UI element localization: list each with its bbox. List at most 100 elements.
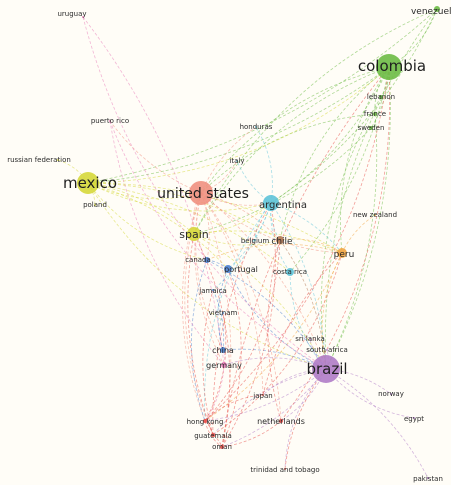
edge-united-states-guatemala <box>184 192 214 436</box>
node-label-italy: italy <box>229 157 244 165</box>
node-oman[interactable] <box>220 445 224 449</box>
node-label-spain: spain <box>179 228 209 241</box>
node-united-states[interactable] <box>189 181 213 205</box>
node-lebanon[interactable] <box>379 95 383 99</box>
node-venezuela[interactable] <box>434 6 440 12</box>
node-peru[interactable] <box>337 248 347 258</box>
edge-france-brazil <box>325 113 378 370</box>
edge-peru-chile <box>279 238 343 254</box>
node-hong-kong[interactable] <box>203 419 207 423</box>
edge-united-states-puerto-rico <box>109 120 202 194</box>
edge-costa-rica-brazil <box>289 271 327 370</box>
edge-germany-hong-kong <box>204 364 225 422</box>
edge-puerto-rico-brazil <box>109 120 327 370</box>
edge-japan-hong-kong <box>204 394 264 422</box>
edge-netherlands-oman <box>221 420 282 448</box>
node-belgium[interactable] <box>254 239 256 241</box>
edge-colombia-spain <box>193 66 390 235</box>
node-label-new-zealand: new zealand <box>353 211 397 219</box>
edge-spain-brazil <box>193 233 327 370</box>
node-label-united-states: united states <box>157 186 249 202</box>
node-japan[interactable] <box>262 394 264 396</box>
node-label-lebanon: lebanon <box>367 93 395 101</box>
node-chile[interactable] <box>276 236 284 244</box>
node-new-zealand[interactable] <box>374 214 376 216</box>
edge-argentina-brazil <box>270 202 327 370</box>
node-label-japan: japan <box>252 392 272 400</box>
edge-france-united-states <box>200 113 376 194</box>
edge-mexico-portugal <box>87 182 229 270</box>
node-vietnam[interactable] <box>222 312 224 314</box>
node-label-hong-kong: hong kong <box>187 418 224 426</box>
node-label-colombia: colombia <box>358 57 426 75</box>
label-layer: venezuelauruguaycolombialebanonfranceswe… <box>7 7 451 483</box>
edge-germany-puerto-rico <box>109 120 225 366</box>
node-label-vietnam: vietnam <box>209 309 238 317</box>
node-south-africa[interactable] <box>326 349 328 351</box>
node-label-germany: germany <box>206 361 242 370</box>
node-label-argentina: argentina <box>259 200 307 211</box>
edge-canada-brazil <box>206 259 327 370</box>
node-russian-federation[interactable] <box>57 159 59 161</box>
node-france[interactable] <box>373 112 377 116</box>
edge-mexico-spain <box>87 182 195 235</box>
edge-netherlands-chile <box>267 239 282 422</box>
node-egypt[interactable] <box>413 417 415 419</box>
node-label-chile: chile <box>271 237 293 247</box>
node-label-sweden: sweden <box>358 124 385 132</box>
node-jamaica[interactable] <box>212 289 214 291</box>
edge-china-brazil <box>222 348 327 370</box>
edge-united-states-china <box>195 192 224 351</box>
node-mexico[interactable] <box>77 172 99 194</box>
node-argentina[interactable] <box>263 195 279 211</box>
edge-japan-peru <box>262 252 343 396</box>
edge-united-states-japan <box>200 192 264 396</box>
edge-guatemala-argentina <box>212 202 272 436</box>
node-guatemala[interactable] <box>211 433 215 437</box>
node-germany[interactable] <box>221 362 227 368</box>
node-label-poland: poland <box>83 201 107 209</box>
edge-united-states-brazil <box>200 192 327 370</box>
node-colombia[interactable] <box>376 54 402 80</box>
node-pakistan[interactable] <box>427 477 429 479</box>
edge-chile-brazil <box>279 239 327 370</box>
edge-argentina-italy <box>236 160 272 204</box>
node-honduras[interactable] <box>255 126 257 128</box>
node-label-norway: norway <box>378 390 404 398</box>
node-canada[interactable] <box>204 257 210 263</box>
edge-united-states-germany <box>194 192 225 366</box>
node-layer <box>57 6 440 479</box>
node-label-trinidad-and-tobago: trinidad and tobago <box>250 466 319 474</box>
node-netherlands[interactable] <box>279 419 283 423</box>
edge-peru-canada <box>206 243 343 261</box>
edge-united-states-chile <box>200 192 281 241</box>
node-spain[interactable] <box>187 227 201 241</box>
node-brazil[interactable] <box>312 355 340 383</box>
node-trinidad-and-tobago[interactable] <box>284 468 286 470</box>
edge-netherlands-colombia <box>280 66 391 422</box>
node-label-uruguay: uruguay <box>57 10 86 18</box>
edge-guatemala-spain <box>187 233 214 436</box>
edge-portugal-china <box>217 268 229 351</box>
node-china[interactable] <box>220 347 226 353</box>
edge-mexico-united-states <box>87 182 202 200</box>
node-sri-lanka[interactable] <box>309 338 311 340</box>
edge-oman-argentina <box>221 202 276 448</box>
node-portugal[interactable] <box>224 265 232 273</box>
node-sweden[interactable] <box>369 126 373 130</box>
node-poland[interactable] <box>94 204 96 206</box>
edge-hong-kong-chile <box>204 239 281 422</box>
node-norway[interactable] <box>390 393 392 395</box>
edge-layer <box>57 8 438 479</box>
node-label-france: france <box>364 110 386 118</box>
node-italy[interactable] <box>236 160 238 162</box>
node-label-peru: peru <box>334 250 355 260</box>
edge-uruguay-brazil <box>82 16 327 370</box>
edge-venezuela-argentina <box>270 8 438 204</box>
node-puerto-rico[interactable] <box>109 120 111 122</box>
node-label-canada: canada <box>185 256 211 264</box>
edge-argentina-hong-kong <box>204 202 272 422</box>
node-costa-rica[interactable] <box>286 268 294 276</box>
node-uruguay[interactable] <box>82 16 84 18</box>
